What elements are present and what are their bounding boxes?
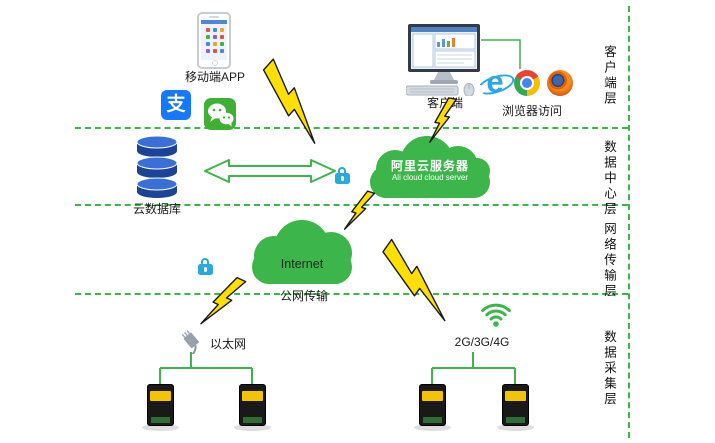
ethernet-plug-icon [181,329,199,354]
wechat-bubbles-icon [208,103,234,127]
layer-label-data-center: 数据中心层 [602,140,616,218]
browser-access-label: 浏览器访问 [501,104,562,118]
device-shadow [497,424,534,431]
wechat-icon [204,98,236,130]
lightning-bolt-icon [369,238,467,322]
alipay-icon: 支 [161,90,191,120]
chrome-icon [514,70,540,96]
mobile-app-label: 移动端APP [184,70,245,84]
internet-label: Internet [280,257,324,271]
app-grid-icon [206,28,210,32]
ethernet-label: 以太网 [209,337,246,351]
rtu-device-icon [239,384,266,426]
alipay-glyph: 支 [166,94,186,115]
sync-arrow-icon [204,159,336,183]
rtu-device-icon [419,384,446,426]
device-shadow [234,424,271,431]
ali-cloud-icon: 阿里云服务器 Ali cloud cloud server [366,136,494,198]
ali-cloud-label-cn: 阿里云服务器 [390,159,469,173]
layer-divider-1 [75,127,628,129]
cellular-label: 2G/3G/4G [454,335,510,349]
ethernet-bus-line [159,352,253,384]
lightning-bolt-icon [200,271,247,334]
layer-label-network-transport: 网络传输层 [602,222,616,300]
cloud-database-label: 云数据库 [132,202,181,216]
smartphone-icon [197,12,231,69]
database-icon [136,135,178,198]
smartphone-screen [201,20,227,60]
layer-label-client: 客户端层 [602,45,616,107]
padlock-icon [334,167,350,184]
firefox-icon [547,70,573,96]
client-label: 客户端 [426,96,463,110]
layer-divider-vertical [628,6,630,438]
rtu-device-icon [147,384,174,426]
lightning-bolt-icon [248,58,339,145]
ie-icon: e [481,66,509,98]
padlock-icon [197,258,213,275]
cellular-bus-line [431,352,516,384]
desktop-computer-icon [406,24,480,96]
layer-divider-3 [75,293,628,295]
device-shadow [414,424,451,431]
internet-cloud-icon: Internet [248,218,356,288]
wifi-signal-icon [481,303,511,327]
rtu-device-icon [502,384,529,426]
public-network-label: 公网传输 [279,289,328,303]
device-shadow [142,424,179,431]
ali-cloud-label-en: Ali cloud cloud server [391,173,469,182]
layer-label-data-acquisition: 数据采集层 [602,330,616,408]
ie-glyph: e [486,64,504,99]
